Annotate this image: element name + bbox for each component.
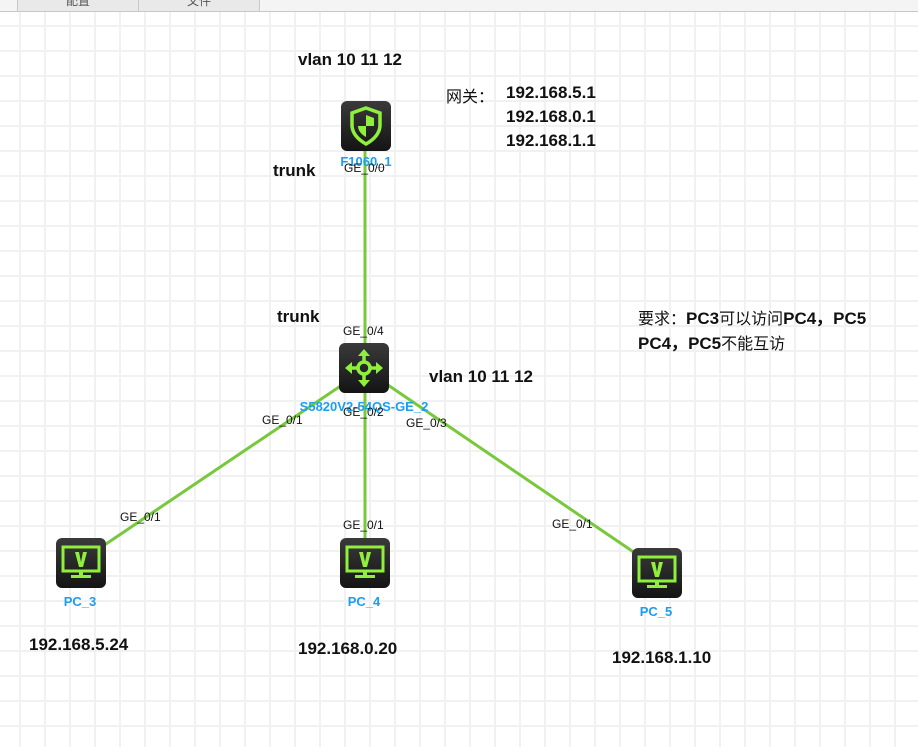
port-label-pc4-ge1: GE_0/1 [343,518,384,532]
fw-vlan-note: vlan 10 11 12 [298,50,402,69]
firewall-name: F1060_1 [340,154,392,169]
fw-trunk-note: trunk [273,161,316,180]
shield-icon [350,106,382,146]
tab-files-label: 文件 [186,0,211,8]
pc4-device[interactable] [340,538,390,588]
port-label-sw-ge3: GE_0/3 [406,416,447,430]
link-sw-pc3[interactable] [99,381,346,550]
requirement-line-1: 要求：PC3可以访问PC4，PC5 [638,304,866,329]
pc3-ip: 192.168.5.24 [29,635,129,654]
pc4-name: PC_4 [347,594,381,609]
port-label-sw-ge4: GE_0/4 [343,324,384,338]
monitor-icon [345,545,385,578]
pc3-name: PC_3 [63,594,97,609]
switch-device[interactable] [339,343,389,393]
port-label-fw-ge0: GE_0/0 [344,161,385,175]
tab-config-label: 配置 [65,0,90,8]
gateway-ip-2: 192.168.0.1 [506,107,596,126]
pc5-device[interactable] [632,548,682,598]
requirement2-pc4-pc5: PC4，PC5 [638,334,722,353]
port-label-pc3-ge1: GE_0/1 [120,510,161,524]
sw-vlan-note: vlan 10 11 12 [429,367,533,386]
tab-files[interactable]: 文件 [138,0,260,11]
sw-trunk-note: trunk [277,307,320,326]
topology-canvas[interactable] [0,12,918,747]
requirement-pc3: PC3 [686,309,720,328]
port-label-sw-ge2: GE_0/2 [343,405,384,419]
requirement-can-access: 可以访问 [719,309,784,328]
tab-bar: 配置 文件 [0,0,918,12]
switch-arrows-icon [345,349,383,387]
requirement-line-2: PC4，PC5不能互访 [638,329,785,354]
monitor-icon [637,555,677,588]
pc3-device[interactable] [56,538,106,588]
pc4-ip: 192.168.0.20 [298,639,398,658]
requirement-prefix: 要求： [638,309,687,328]
firewall-device[interactable] [341,101,391,151]
pc5-ip: 192.168.1.10 [612,648,712,667]
gateway-ip-3: 192.168.1.1 [506,131,596,150]
gateway-ip-1: 192.168.5.1 [506,83,596,102]
monitor-icon [61,545,101,578]
requirement2-no-mutual-access: 不能互访 [721,334,786,353]
switch-name: S5820V2-54QS-GE_2 [299,399,429,414]
port-label-pc5-ge1: GE_0/1 [552,517,593,531]
link-sw-pc5[interactable] [384,381,636,555]
gateway-label: 网关： [446,87,495,106]
pc5-name: PC_5 [639,604,673,619]
requirement-pc4-pc5: PC4，PC5 [783,309,867,328]
port-label-sw-ge1: GE_0/1 [262,413,303,427]
